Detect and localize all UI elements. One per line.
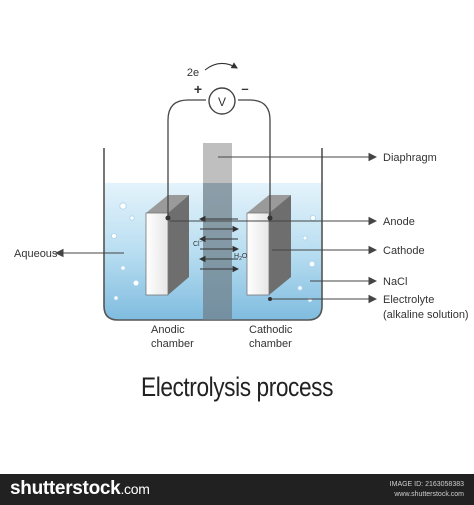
wire-cathode	[238, 99, 271, 218]
electron-flow-arrow	[204, 62, 238, 71]
bubbles	[111, 202, 316, 303]
water-label: H2O	[234, 253, 248, 262]
cathodic-chamber-label: Cathodic	[249, 324, 293, 336]
diaphragm-label: Diaphragm	[383, 152, 437, 164]
site-url: www.shutterstock.com	[394, 491, 464, 498]
cathode-label: Cathode	[383, 245, 425, 257]
aqueous-label: Aqueous	[14, 248, 58, 260]
watermark-footer: shutterstock.com IMAGE ID: 2163058383 ww…	[0, 474, 474, 505]
image-id: IMAGE ID: 2163058383	[389, 481, 464, 488]
voltmeter-label: V	[218, 95, 226, 109]
chloride-ion-label: Cl−	[193, 239, 203, 248]
ion-flow-arrows	[198, 215, 240, 273]
anodic-chamber-sublabel: chamber	[151, 338, 194, 350]
wire-anode	[167, 99, 206, 218]
cathode-plate	[246, 195, 291, 296]
electrolysis-diagram: V + – 2e Cl− H2O Diaphragm Anode Cathode…	[14, 62, 469, 350]
nacl-label: NaCl	[383, 276, 407, 288]
image-id-block: IMAGE ID: 2163058383 www.shutterstock.co…	[390, 480, 464, 500]
anode-plate	[145, 195, 189, 296]
shutterstock-logo: shutterstock.com	[10, 478, 150, 499]
anodic-chamber-label: Anodic	[151, 324, 185, 336]
electrolyte-label: Electrolyte	[383, 294, 434, 306]
negative-sign: –	[241, 81, 248, 96]
electrons-label: 2e	[187, 67, 199, 79]
positive-sign: +	[194, 81, 202, 97]
diagram-title: Electrolysis process	[140, 372, 333, 402]
diaphragm-membrane	[203, 143, 232, 320]
voltmeter-icon	[208, 87, 236, 115]
anode-label: Anode	[383, 216, 415, 228]
electrolyte-sublabel: (alkaline solution)	[383, 309, 469, 321]
cathodic-chamber-sublabel: chamber	[249, 338, 292, 350]
